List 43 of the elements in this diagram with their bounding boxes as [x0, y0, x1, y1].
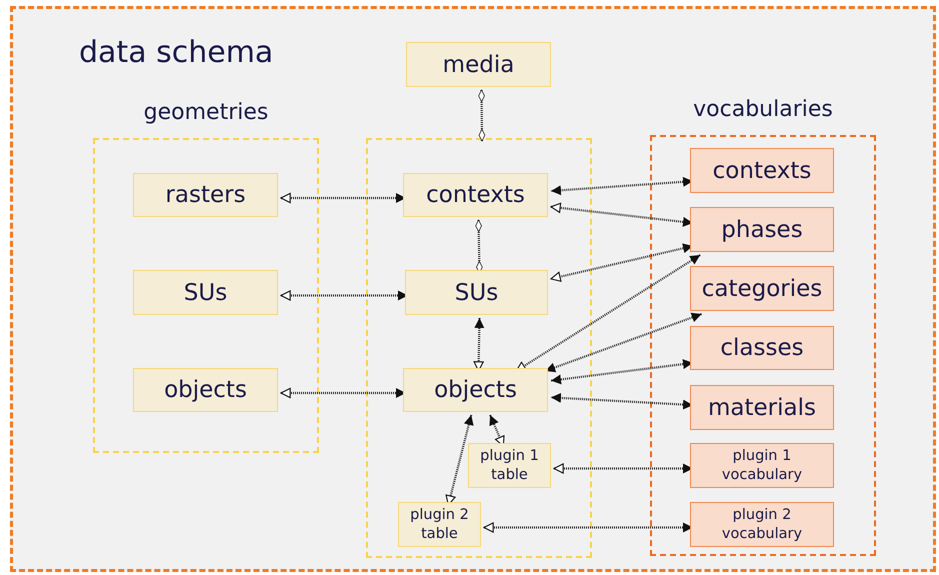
box-label: plugin 1 vocabulary — [720, 446, 804, 484]
box-label: plugin 2 table — [409, 506, 470, 544]
vocabulary-box — [690, 502, 834, 547]
connector — [280, 290, 408, 301]
box-label: objects — [164, 377, 247, 403]
connector — [483, 522, 693, 533]
box-label: plugin 1 table — [479, 446, 540, 484]
group-heading: vocabularies — [692, 97, 834, 122]
vocabulary-box — [690, 443, 834, 488]
box-label: classes — [720, 335, 804, 361]
table-box — [398, 502, 481, 547]
box-label: contexts — [712, 158, 812, 184]
box-label: contexts — [426, 182, 525, 208]
vocabulary-box — [690, 148, 834, 193]
box-label: SUs — [184, 280, 228, 306]
table-box — [403, 368, 548, 412]
vocabulary-box — [690, 385, 834, 430]
table-box — [403, 173, 548, 217]
table-box — [406, 42, 551, 87]
connector — [280, 192, 406, 204]
vocabulary-box — [690, 326, 834, 370]
box-label: materials — [708, 394, 816, 420]
group-frame — [366, 138, 592, 558]
connector — [478, 90, 486, 142]
box-label: rasters — [165, 182, 246, 208]
group-heading: geometries — [142, 100, 270, 125]
diagram-frame — [10, 6, 936, 572]
box-label: categories — [702, 276, 822, 302]
table-box — [133, 368, 278, 412]
vocabulary-box — [690, 266, 834, 311]
box-label: plugin 2 vocabulary — [720, 506, 804, 544]
table-box — [133, 173, 278, 217]
connector — [280, 388, 406, 398]
box-label: SUs — [454, 280, 498, 306]
vocabulary-box — [690, 207, 834, 252]
group-heading: data schema — [79, 35, 274, 70]
box-label: media — [442, 52, 514, 78]
connector — [553, 463, 693, 474]
box-label: objects — [434, 377, 517, 403]
table-box — [405, 270, 548, 315]
table-box — [133, 270, 278, 315]
box-label: phases — [721, 216, 803, 242]
table-box — [468, 443, 551, 488]
